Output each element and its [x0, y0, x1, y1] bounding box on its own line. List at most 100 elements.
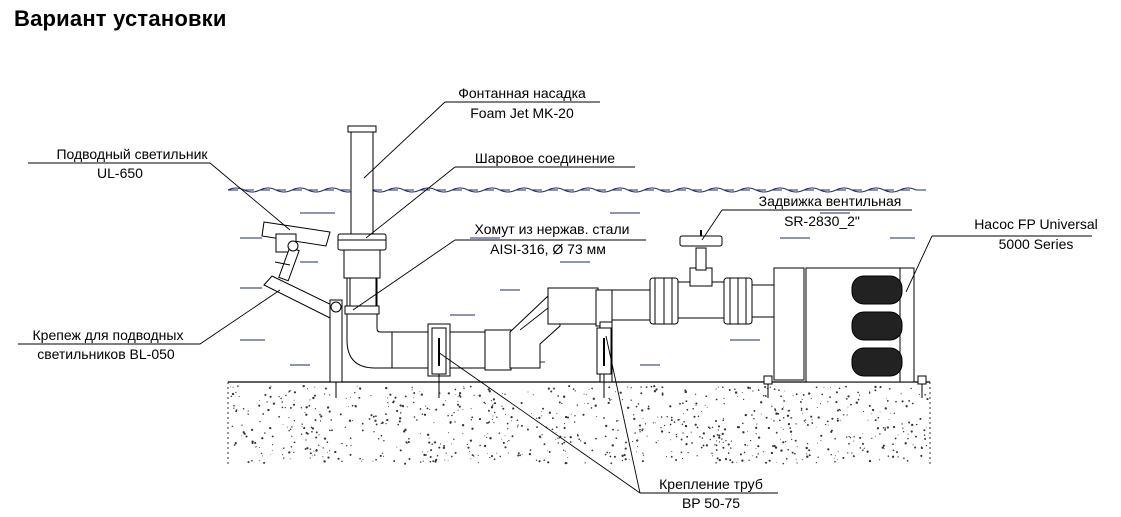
ground-speck [271, 444, 274, 446]
ground-speck [428, 437, 430, 439]
ground-speck [675, 435, 678, 438]
ground-speck [793, 452, 796, 455]
ground-speck [459, 395, 462, 398]
ground-speck [314, 408, 317, 410]
ground-speck [684, 389, 687, 392]
ground-speck [278, 415, 280, 418]
ground-speck [484, 402, 486, 405]
ground-speck [506, 422, 509, 425]
ground-speck [639, 428, 641, 431]
ground-speck [838, 408, 841, 411]
ground-speck [784, 440, 787, 443]
ground-speck [550, 390, 553, 393]
ground-speck [563, 441, 566, 444]
ground-speck [673, 421, 676, 423]
ground-speck [734, 388, 736, 390]
ground-speck [636, 439, 639, 442]
ground-speck [755, 456, 758, 458]
ground-speck [504, 435, 506, 437]
ground-speck [915, 435, 917, 438]
ground-speck [702, 432, 705, 435]
ground-speck [310, 426, 313, 429]
ground-speck [816, 407, 818, 408]
ground-speck [817, 456, 819, 458]
ground-speck [231, 392, 235, 396]
ground-speck [433, 441, 437, 444]
ground-speck [457, 396, 459, 398]
ground-speck [820, 440, 822, 442]
ground-speck [760, 413, 762, 415]
ground-speck [501, 405, 503, 407]
ground-speck [436, 455, 439, 457]
ground-speck [490, 455, 494, 458]
ground-speck [361, 422, 364, 425]
ground-speck [835, 391, 838, 394]
ground-speck [564, 436, 566, 438]
ground-speck [354, 392, 356, 394]
ground-speck [746, 444, 748, 446]
ground-speck [492, 404, 494, 406]
ground-speck [780, 449, 783, 452]
ground-speck [803, 420, 806, 422]
ground-speck [547, 461, 550, 464]
ground-speck [706, 406, 708, 408]
ground-speck [765, 461, 768, 464]
ground-speck [715, 461, 717, 464]
ground-speck [669, 405, 672, 408]
ground-speck [741, 422, 744, 425]
ground-speck [392, 400, 395, 403]
ground-speck [704, 404, 706, 406]
ground-speck [457, 403, 460, 406]
ground-speck [640, 392, 643, 395]
ground-speck [634, 432, 636, 434]
ground-speck [722, 419, 725, 422]
ground-speck [564, 415, 568, 419]
ground-speck [576, 404, 579, 406]
ground-speck [306, 447, 309, 450]
ground-speck [557, 437, 559, 439]
ground-speck [831, 417, 834, 420]
ground-speck [675, 433, 678, 436]
ground-speck [800, 409, 803, 411]
ground-speck [774, 446, 778, 449]
ground-speck [892, 425, 896, 429]
ground-speck [624, 458, 627, 461]
ground-speck [375, 458, 377, 461]
ground-speck [543, 459, 545, 462]
ground-speck [836, 409, 840, 412]
ground-speck [516, 419, 519, 422]
ground-speck [642, 417, 644, 419]
ground-speck [428, 441, 431, 444]
ground-speck [463, 386, 465, 388]
ground-speck [354, 405, 357, 408]
ground-speck [923, 429, 926, 432]
ground-speck [920, 454, 923, 457]
ground-speck [459, 392, 462, 395]
ground-speck [611, 399, 612, 400]
ground-speck [596, 415, 598, 418]
ground-speck [639, 431, 641, 433]
ground-speck [785, 457, 788, 460]
underwater-light [261, 221, 343, 398]
clamp-label-2: AISI-316, Ø 73 мм [490, 241, 606, 257]
ground-speck [429, 408, 431, 410]
ground-speck [484, 435, 486, 437]
ground-speck [540, 437, 542, 439]
ground-speck [636, 446, 639, 448]
ground-speck [406, 406, 408, 408]
ground-speck [327, 456, 330, 459]
ground-speck [386, 397, 388, 399]
ground-speck [791, 451, 794, 454]
ground-speck [876, 427, 880, 430]
ground-speck [563, 396, 566, 398]
ground-speck [791, 438, 793, 441]
ground-speck [587, 402, 589, 405]
ground-speck [561, 442, 564, 445]
ground-speck [834, 437, 836, 440]
ground-speck [488, 390, 491, 393]
ground-speck [400, 412, 402, 414]
ground-speck [908, 400, 910, 402]
ground-speck [419, 461, 422, 463]
ground-speck [722, 446, 725, 449]
ground-speck [907, 433, 909, 435]
